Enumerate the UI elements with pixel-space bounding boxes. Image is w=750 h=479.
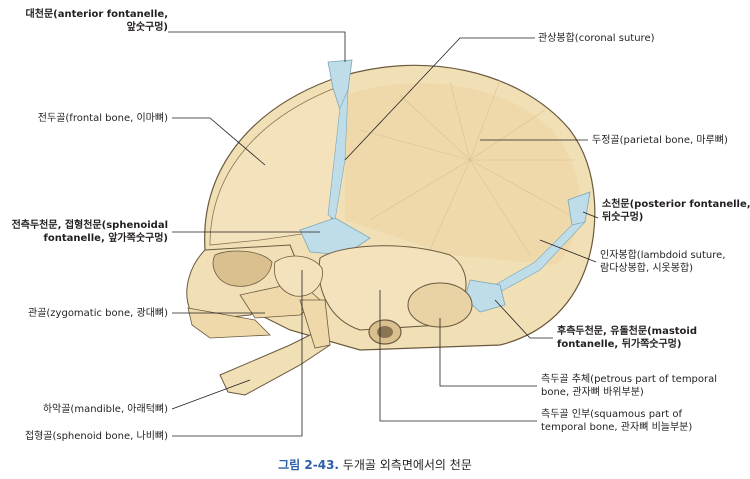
label-zygomatic-bone: 관골(zygomatic bone, 광대뼈) [28,308,168,319]
label-mastoid-fontanelle: 후측두천문, 유돌천문(mastoid fontanelle, 뒤가쪽숫구멍) [557,325,697,351]
label-frontal-bone: 전두골(frontal bone, 이마뼈) [37,113,168,124]
label-posterior-fontanelle: 소천문(posterior fontanelle, 뒤숫구멍) [602,198,750,224]
label-anterior-fontanelle: 대천문(anterior fontanelle, 앞숫구멍) [0,8,168,34]
label-posterior-fontanelle-line2: 뒤숫구멍) [602,212,644,223]
label-lambdoid-suture: 인자봉합(lambdoid suture, 람다상봉합, 시옷봉합) [600,249,726,275]
label-anterior-fontanelle-line1: 대천문(anterior fontanelle, [25,9,168,20]
label-parietal-bone: 두정골(parietal bone, 마루뼈) [592,135,728,146]
label-petrous-part: 측두골 추체(petrous part of temporal bone, 관자… [541,373,717,399]
label-lambdoid-suture-line1: 인자봉합(lambdoid suture, [600,250,726,261]
label-petrous-part-line1: 측두골 추체(petrous part of temporal [541,374,718,385]
label-sphenoidal-fontanelle-line1: 전측두천문, 접형천문(sphenoidal [11,220,168,231]
label-coronal-suture: 관상봉합(coronal suture) [538,33,655,44]
label-mandible: 하악골(mandible, 아래턱뼈) [42,404,168,415]
coronal-suture-shape [327,89,349,221]
mandible-shape [219,329,331,396]
label-squamous-part-line1: 측두골 인부(squamous part of [541,409,683,420]
label-lambdoid-suture-line2: 람다상봉합, 시옷봉합) [600,263,694,274]
label-squamous-part-line2: temporal bone, 관자뼈 비늘부분) [541,422,693,433]
label-posterior-fontanelle-line1: 소천문(posterior fontanelle, [602,199,750,210]
leader-lines [168,31,599,437]
figure-caption: 그림 2-43. 두개골 외측면에서의 천문 [0,456,750,473]
label-mastoid-fontanelle-line1: 후측두천문, 유돌천문(mastoid [557,326,698,337]
figure-title: 두개골 외측면에서의 천문 [338,458,472,472]
parietal-shading [345,83,581,265]
label-petrous-part-line2: bone, 관자뼈 바위부분) [541,387,644,398]
sphenoid-shape [273,255,323,297]
parietal-striations [359,79,575,256]
label-sphenoid-bone: 접형골(sphenoid bone, 나비뼈) [24,431,168,442]
orbit [212,250,273,287]
figure-number: 그림 2-43. [278,458,339,472]
label-squamous-part: 측두골 인부(squamous part of temporal bone, 관… [541,408,692,434]
label-anterior-fontanelle-line2: 앞숫구멍) [126,22,168,33]
maxilla [187,307,271,339]
label-sphenoidal-fontanelle: 전측두천문, 접형천문(sphenoidal fontanelle, 앞가쪽숫구… [0,219,168,245]
sphenoidal-fontanelle-shape [299,217,371,256]
mandible-ramus [299,299,331,349]
label-mastoid-fontanelle-line2: fontanelle, 뒤가쪽숫구멍) [557,339,682,350]
label-sphenoidal-fontanelle-line2: fontanelle, 앞가쪽숫구멍) [43,233,168,244]
